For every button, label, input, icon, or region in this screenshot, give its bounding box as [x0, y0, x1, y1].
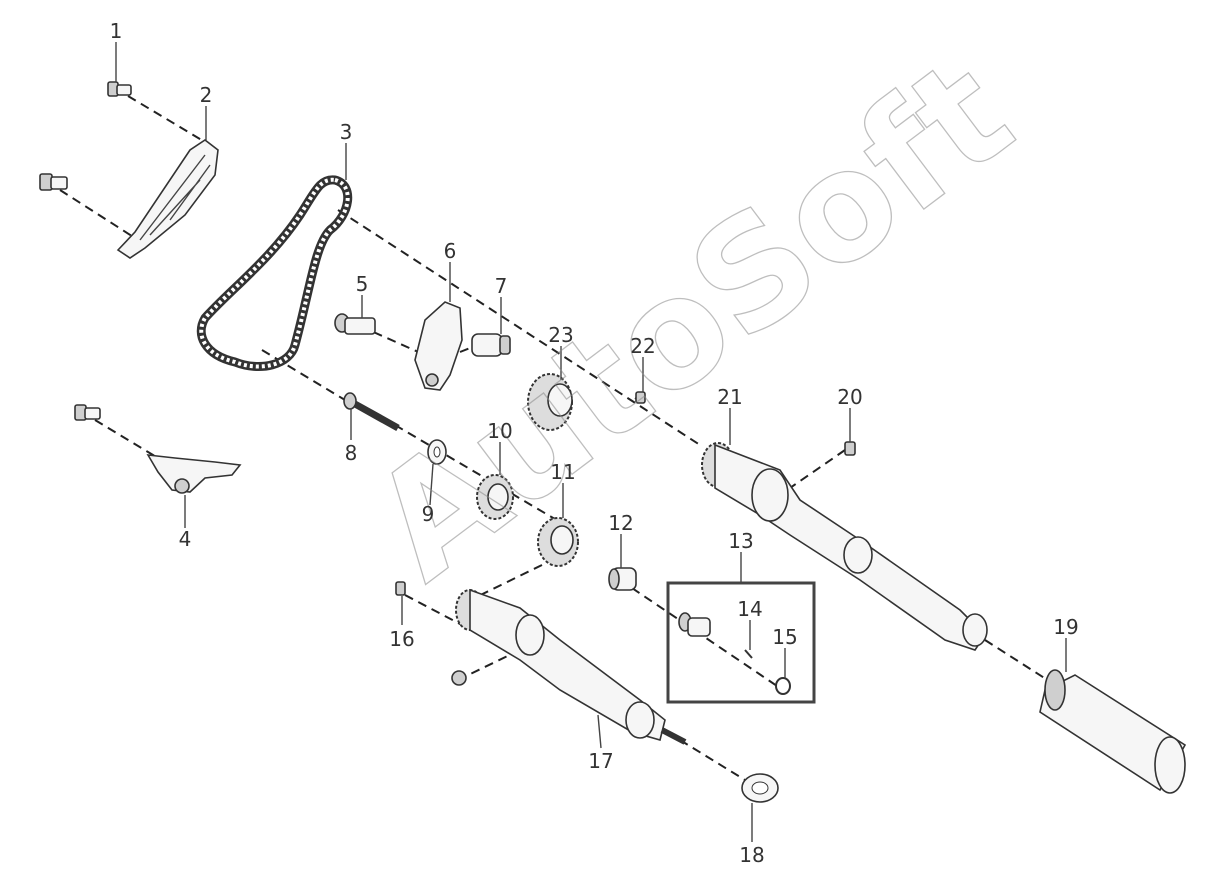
callout-6: 6	[444, 239, 457, 263]
gear-part-11	[537, 517, 579, 567]
callout-22: 22	[630, 334, 655, 358]
callout-15: 15	[772, 625, 797, 649]
callout-10: 10	[487, 419, 512, 443]
callout-14: 14	[737, 597, 762, 621]
callout-18: 18	[739, 843, 764, 867]
callout-9: 9	[422, 502, 435, 526]
long-bolt-part-8	[343, 392, 400, 432]
timing-chain-part-3	[196, 175, 353, 371]
callout-1: 1	[110, 19, 123, 43]
bolt-lower-part-2	[39, 173, 68, 191]
ring-part-15	[775, 677, 791, 695]
callout-2: 2	[200, 83, 213, 107]
spool-part-13	[678, 612, 711, 637]
bolt-part-4	[74, 404, 101, 421]
callout-13: 13	[728, 529, 753, 553]
callout-20: 20	[837, 385, 862, 409]
callout-5: 5	[356, 272, 369, 296]
callout-19: 19	[1053, 615, 1078, 639]
tensioner-part-7	[471, 333, 511, 357]
tensioner-rail-part-6	[414, 301, 463, 391]
callout-7: 7	[495, 274, 508, 298]
bolt-part-20	[844, 441, 856, 456]
washer-part-9	[427, 439, 447, 465]
small-bolt-part-16	[395, 581, 406, 596]
callout-3: 3	[340, 120, 353, 144]
callout-23: 23	[548, 323, 573, 347]
callout-4: 4	[179, 527, 192, 551]
bolt-part-1	[107, 81, 132, 97]
nut-part-16b	[451, 670, 467, 686]
callout-8: 8	[345, 441, 358, 465]
callout-12: 12	[608, 511, 633, 535]
callout-11: 11	[550, 460, 575, 484]
leader-lines	[115, 42, 1067, 842]
gear-part-23	[527, 373, 573, 431]
callout-labels: 1 2 3 4 5 6 7 8 9 10 11 12 13 14 15 16 1…	[110, 19, 1079, 867]
pin-part-5	[334, 313, 376, 335]
sleeve-part-19	[1039, 669, 1187, 794]
pin-part-14	[744, 649, 753, 659]
washer-part-18	[741, 773, 779, 803]
small-bolt-part-22	[635, 391, 646, 404]
callout-21: 21	[717, 385, 742, 409]
callout-17: 17	[588, 749, 613, 773]
guide-bracket-part-4	[146, 454, 242, 494]
balance-shaft-part-17	[455, 588, 687, 745]
bushing-part-12	[608, 567, 637, 591]
balance-shaft-part-21	[701, 442, 988, 651]
callout-16: 16	[389, 627, 414, 651]
chain-guide-part-2	[116, 139, 219, 259]
gear-part-10	[476, 474, 514, 520]
